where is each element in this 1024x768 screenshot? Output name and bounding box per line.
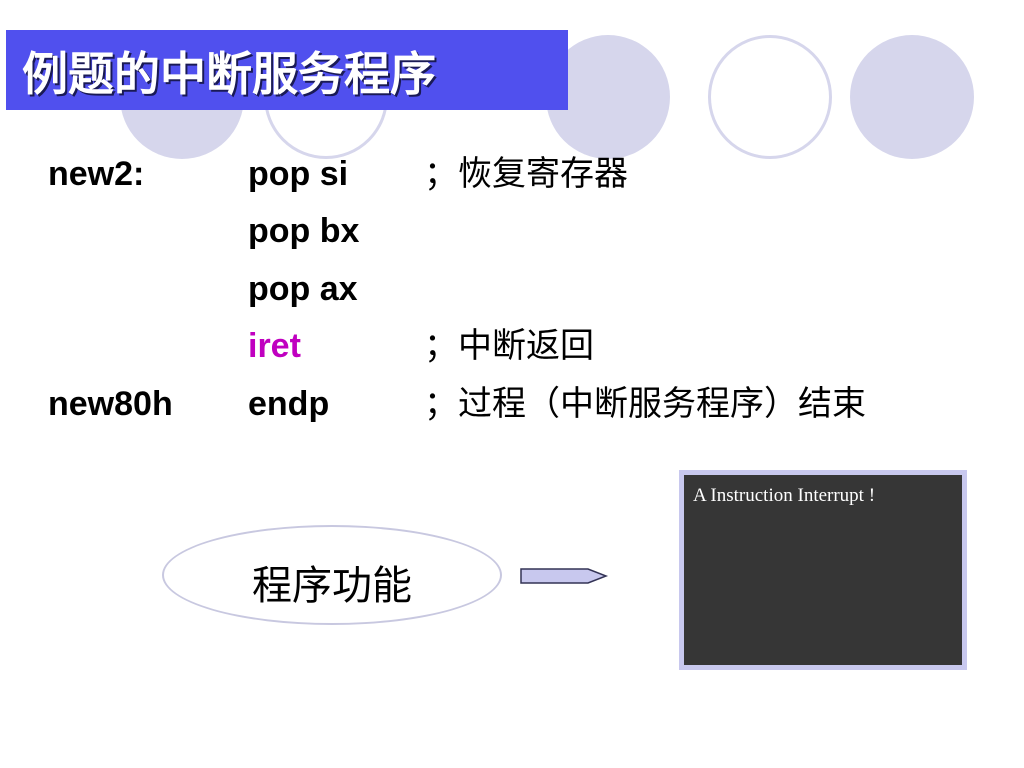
code-comment-procedure-end: ；过程（中断服务程序）结束 — [424, 384, 866, 424]
code-comment-interrupt-return: ；中断返回 — [424, 326, 594, 366]
code-instruction-pop-si: pop si — [248, 155, 349, 193]
code-label-new80h: new80h — [48, 385, 173, 423]
slide-title: 例题的中断服务程序 — [22, 47, 436, 101]
decor-circle-5 — [850, 35, 974, 159]
function-ellipse: 程序功能 — [162, 525, 502, 625]
console-output-text: A Instruction Interrupt ! — [693, 485, 876, 506]
function-label: 程序功能 — [252, 563, 412, 609]
decor-circle-4 — [708, 35, 832, 159]
code-instruction-pop-bx: pop bx — [248, 212, 360, 250]
arrow-right-icon — [520, 568, 609, 584]
code-instruction-iret: iret — [248, 327, 301, 365]
console-output-window: A Instruction Interrupt ! — [679, 470, 967, 670]
code-instruction-pop-ax: pop ax — [248, 270, 358, 308]
code-instruction-endp: endp — [248, 385, 330, 423]
title-bar: 例题的中断服务程序 — [6, 30, 568, 110]
code-comment-restore: ；恢复寄存器 — [424, 154, 628, 194]
code-label-new2: new2: — [48, 155, 145, 193]
